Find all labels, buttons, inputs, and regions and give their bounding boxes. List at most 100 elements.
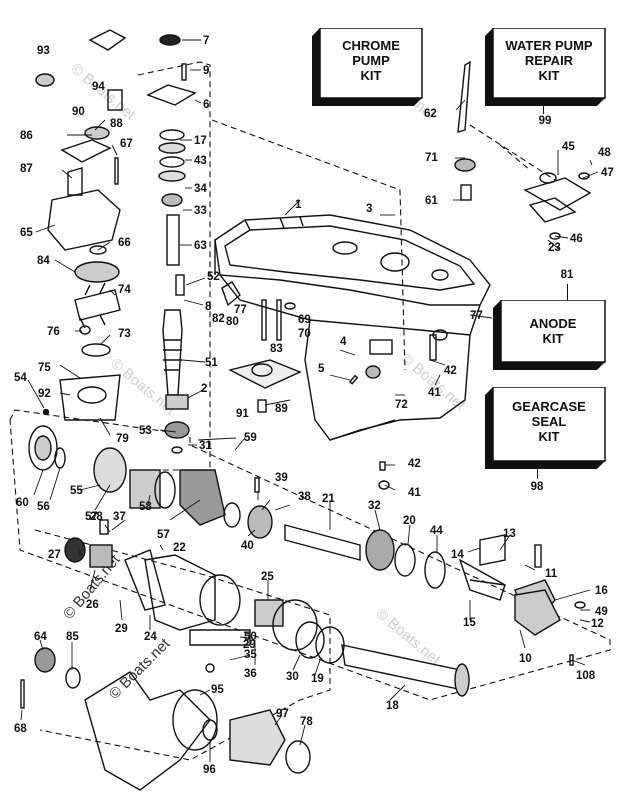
driveshaft-stack [146,34,197,454]
callout: 92 [38,388,51,400]
callout: 15 [463,617,476,629]
callout: 20 [403,515,416,527]
callout: 89 [275,403,288,415]
callout: 61 [425,195,438,207]
callout: 60 [16,497,29,509]
callout: 25 [261,571,274,583]
callout: 27 [48,549,61,561]
callout: 56 [37,501,50,513]
callout: 6 [203,99,209,111]
callout: 76 [47,326,60,338]
callout: 31 [199,440,212,452]
callout: 73 [118,328,131,340]
callout: 91 [236,408,249,420]
water-pump-repair-kit-box: WATER PUMP REPAIR KIT [485,28,613,106]
callout: 55 [70,485,83,497]
kit-box-shape [493,300,606,370]
callout: 57 [157,529,170,541]
kit-ref-line [537,469,538,479]
callout: 93 [37,45,50,57]
callout: 77 [234,304,247,316]
callout: 97 [276,708,289,720]
water-tube-parts [454,60,592,240]
callout: 33 [194,205,207,217]
callout: 69 [298,314,311,326]
callout: 65 [20,227,33,239]
callout: 21 [322,493,335,505]
callout: 94 [92,81,105,93]
callout: 16 [595,585,608,597]
callout: 9 [203,65,209,77]
callout: 49 [595,606,608,618]
callout: 41 [408,487,421,499]
kit-box-shape [485,28,606,106]
callout: 36 [244,668,257,680]
callout: 50 [244,631,257,643]
callout: 51 [205,357,218,369]
callout: 53 [139,425,152,437]
callout: 13 [503,528,516,540]
callout: 95 [211,684,224,696]
anode-kit-box: ANODE KIT [493,300,613,370]
anode-kit-label: ANODE KIT [529,316,577,346]
callout: 83 [270,343,283,355]
callout: 10 [519,653,532,665]
callout: 63 [194,240,207,252]
callout: 77 [470,310,483,322]
callout: 48 [598,147,611,159]
propeller-assembly [84,671,311,791]
callout: 30 [286,671,299,683]
water-pump-repair-kit-label: WATER PUMP REPAIR KIT [505,38,593,83]
callout: 28 [90,511,103,523]
assembly-outlines [9,61,611,761]
callout: 2 [201,383,207,395]
callout: 80 [226,316,239,328]
callout: 43 [194,155,207,167]
callout: 68 [14,723,27,735]
callout: 17 [194,135,207,147]
callout: 84 [37,255,50,267]
callout: 64 [34,631,47,643]
callout: 1 [295,199,302,211]
callout: 70 [298,328,311,340]
callout: 7 [203,35,209,47]
callout: 22 [173,542,186,554]
callout: 32 [368,500,381,512]
kit-box-shape [312,28,423,106]
callout: 67 [120,138,133,150]
callout: 29 [115,623,128,635]
gearcase-seal-kit-ref: 98 [530,481,544,493]
chrome-pump-kit-box: CHROME PUMP KIT [312,28,430,106]
anode-parts [221,281,448,490]
callout: 58 [139,501,152,513]
callout: 90 [72,106,85,118]
callout: 18 [386,700,399,712]
callout: 45 [562,141,575,153]
callout: 24 [144,631,157,643]
gearcase-seal-kit-label: GEARCASE SEAL KIT [512,399,586,444]
callout: 26 [86,599,99,611]
callout: 47 [601,167,614,179]
gearcase-seal-kit-box: GEARCASE SEAL KIT [485,387,613,469]
callout: 85 [66,631,79,643]
callout: 41 [428,387,441,399]
callout: 57 [85,511,98,523]
callout: 40 [241,540,254,552]
callout: 14 [451,549,464,561]
callout: 29 [243,639,256,651]
gearcase-housing [214,214,491,441]
callout: 82 [212,313,225,325]
callout: 4 [340,336,347,348]
callout: 46 [570,233,583,245]
callout: 87 [20,163,33,175]
anode-kit-ref: 81 [560,269,574,281]
shift-parts [469,544,586,666]
callout: 5 [318,363,325,375]
kit-ref-line [543,106,544,114]
leader-lines [20,39,599,762]
callout: 42 [444,365,457,377]
water-pump-repair-kit-ref: 99 [538,115,552,127]
callout: 8 [205,301,212,313]
callout: 38 [298,491,311,503]
